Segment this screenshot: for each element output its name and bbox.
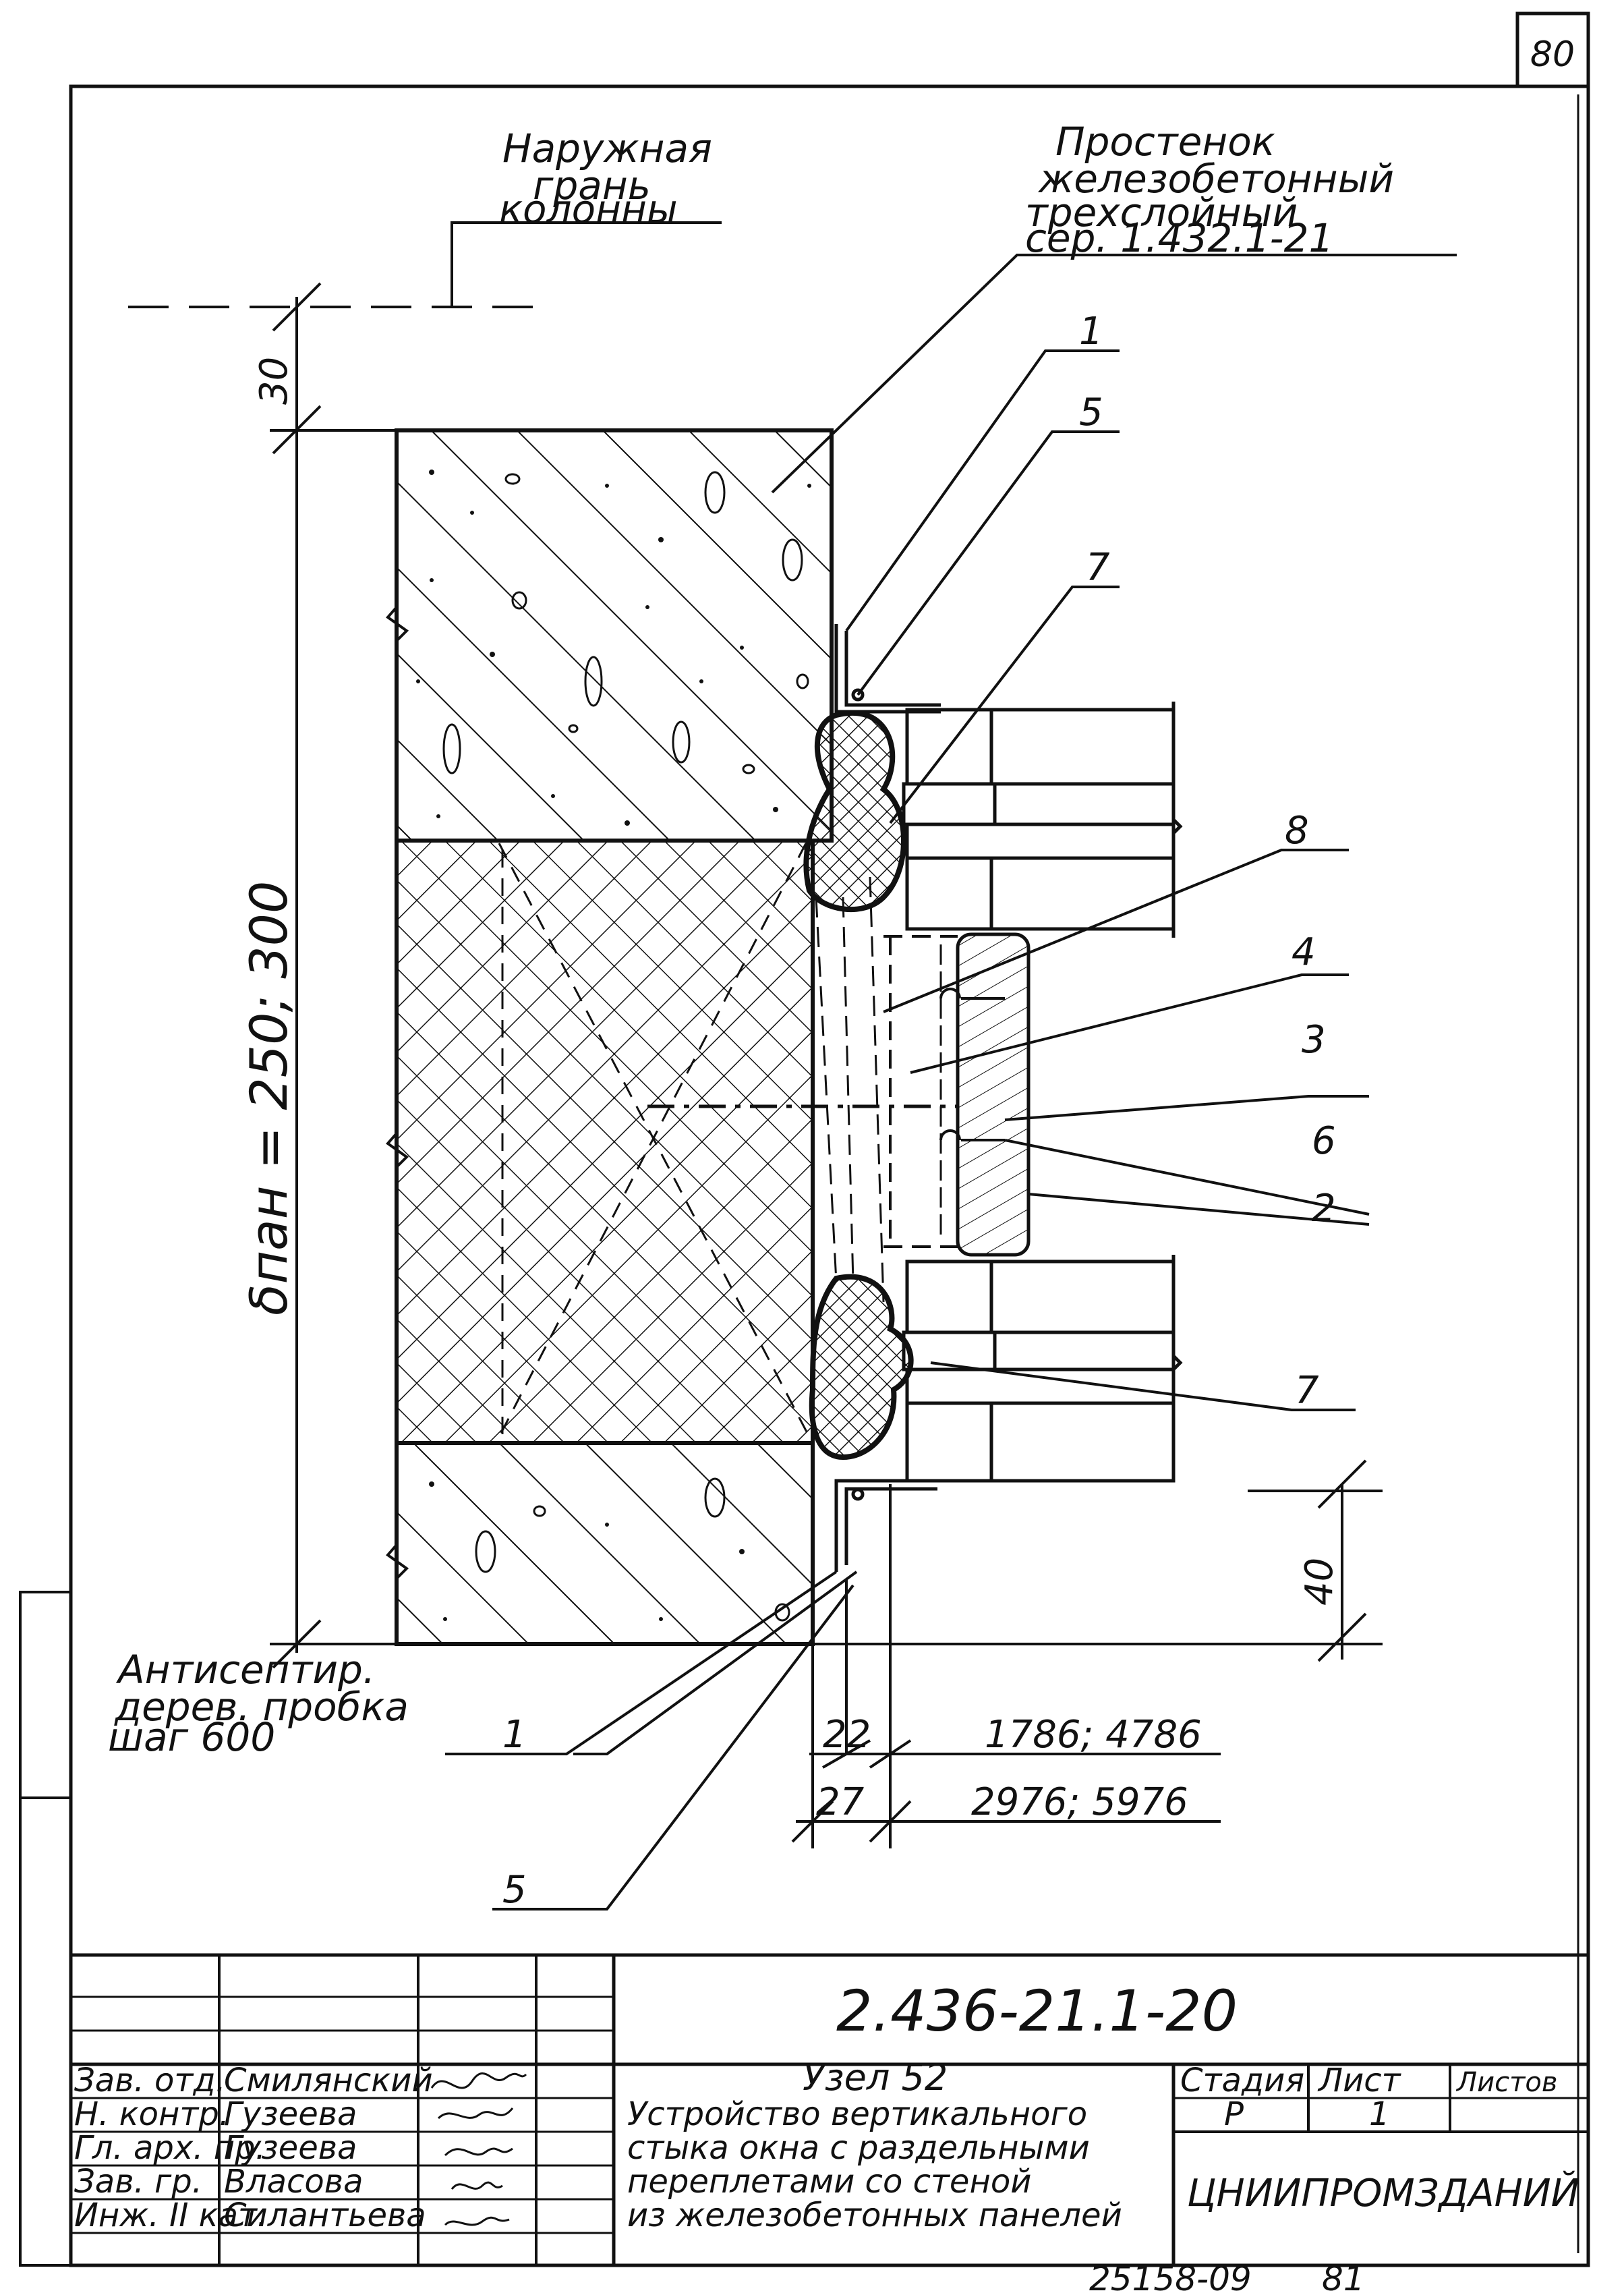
dim-27: 27 <box>816 1780 865 1824</box>
callout-column-face: Наружная грань колонны <box>499 125 712 232</box>
marker-8: 8 <box>1285 809 1309 853</box>
position-markers: 1 5 7 8 4 3 6 2 7 1 5 <box>502 310 1336 1912</box>
wood-trim-board <box>883 932 1031 1257</box>
drawing-label: Смилянский <box>224 2062 433 2099</box>
drawing-label: Зав. гр. <box>74 2163 202 2201</box>
drawing-label: Гузеева <box>224 2095 357 2133</box>
drawing-label: 25158-09 <box>1089 2259 1252 2293</box>
dim-panel-thickness: δпан = 250; 300 <box>239 881 299 1315</box>
marker-1-bottom: 1 <box>502 1713 527 1757</box>
column-concrete-top <box>395 428 834 843</box>
window-sash-lower <box>902 1255 1183 1483</box>
marker-6: 6 <box>1312 1119 1336 1163</box>
dim-top-gap: 30 <box>252 357 296 405</box>
drawing-label: Устройство вертикального <box>627 2095 1087 2133</box>
marker-1-top: 1 <box>1079 310 1103 353</box>
title-block-signatures <box>430 2072 527 2226</box>
drawing-label: из железобетонных панелей <box>627 2197 1122 2234</box>
archive-stamp: 25158-09 81 <box>1089 2259 1365 2293</box>
drawing-label: Власова <box>224 2163 363 2201</box>
sheets-label: Листов <box>1455 2067 1557 2098</box>
drawing-label: переплетами со стеной <box>627 2163 1031 2201</box>
marker-7-top: 7 <box>1086 546 1110 590</box>
drawing-label: Антисептир. <box>115 1647 375 1693</box>
sheet-designation: 2.436-21.1-20 <box>836 1978 1238 2044</box>
title-block-names: Смилянский Гузеева Гузеева Власова Силан… <box>224 2062 433 2234</box>
marker-2: 2 <box>1312 1187 1336 1230</box>
dim-22: 22 <box>823 1713 871 1757</box>
drawing-label: шаг 600 <box>108 1714 275 1760</box>
marker-7-bottom: 7 <box>1295 1369 1319 1413</box>
drawing-label: Узел 52 <box>803 2056 948 2099</box>
sealing-gasket-top <box>803 710 906 913</box>
stage-label: Стадия <box>1180 2062 1304 2099</box>
drawing-label: дерев. пробка <box>114 1684 409 1730</box>
steel-angle-top <box>834 624 941 714</box>
fastening-axis <box>647 876 958 1303</box>
drawing-label: Гл. арх. пр. <box>74 2129 266 2167</box>
marker-5-bottom: 5 <box>502 1868 527 1912</box>
drawing-label: Наружная <box>502 125 712 171</box>
marker-4: 4 <box>1292 930 1316 974</box>
sheet-value: 1 <box>1369 2095 1390 2133</box>
title-block-roles: Зав. отд. Н. контр. Гл. арх. пр. Зав. гр… <box>74 2062 267 2234</box>
drawing-label: стыка окна с раздельными <box>627 2129 1090 2167</box>
steel-angle-bottom <box>834 1479 937 1572</box>
drawing-label: трехслойный <box>1025 190 1298 235</box>
drawing-label: 81 <box>1322 2259 1365 2293</box>
title-block <box>71 1953 1588 2265</box>
break-marks <box>386 606 409 1580</box>
drawing-label: Инж. II кат. <box>74 2197 267 2234</box>
drawing-title: Узел 52 Устройство вертикального стыка о… <box>627 2056 1122 2234</box>
dim-range-b: 2976; 5976 <box>971 1780 1188 1824</box>
dim-range-a: 1786; 4786 <box>985 1713 1202 1757</box>
drawing-label: Простенок <box>1055 119 1275 165</box>
page-number: 80 <box>1530 34 1575 75</box>
drawing-label: Зав. отд. <box>74 2062 226 2099</box>
dim-bottom-gap: 40 <box>1298 1558 1341 1606</box>
drawing-label: грань <box>533 163 651 208</box>
marker-5-top: 5 <box>1079 391 1103 434</box>
dimension-texts: 30 δпан = 250; 300 40 22 27 1786; 4786 2… <box>239 357 1341 1824</box>
drawing-label: Гузеева <box>224 2129 357 2167</box>
drawing-label: сер. 1.432.1-21 <box>1025 215 1333 261</box>
drawing-label: Силантьева <box>224 2197 426 2234</box>
leader-lines <box>445 221 1457 1910</box>
organization-name: ЦНИИПРОМЗДАНИЙ <box>1187 2172 1579 2215</box>
marker-3: 3 <box>1302 1018 1326 1062</box>
column-concrete-bottom <box>395 1441 815 1646</box>
callout-wood-plug: Антисептир. дерев. пробка шаг 600 <box>108 1647 409 1760</box>
stage-value: Р <box>1224 2095 1244 2133</box>
drawing-label: колонны <box>499 186 678 232</box>
dimension-lines <box>128 282 1383 1848</box>
drawing-label: железобетонный <box>1037 156 1394 202</box>
drawing-label: Н. контр. <box>74 2095 229 2133</box>
sheet-frame <box>19 11 1590 2267</box>
sheet-label: Лист <box>1317 2062 1402 2099</box>
sealing-gasket-bottom <box>809 1274 914 1461</box>
callout-pier-panel: Простенок железобетонный трехслойный сер… <box>1025 119 1394 261</box>
insulation-layer <box>395 839 815 1445</box>
window-sash-upper <box>902 702 1183 938</box>
